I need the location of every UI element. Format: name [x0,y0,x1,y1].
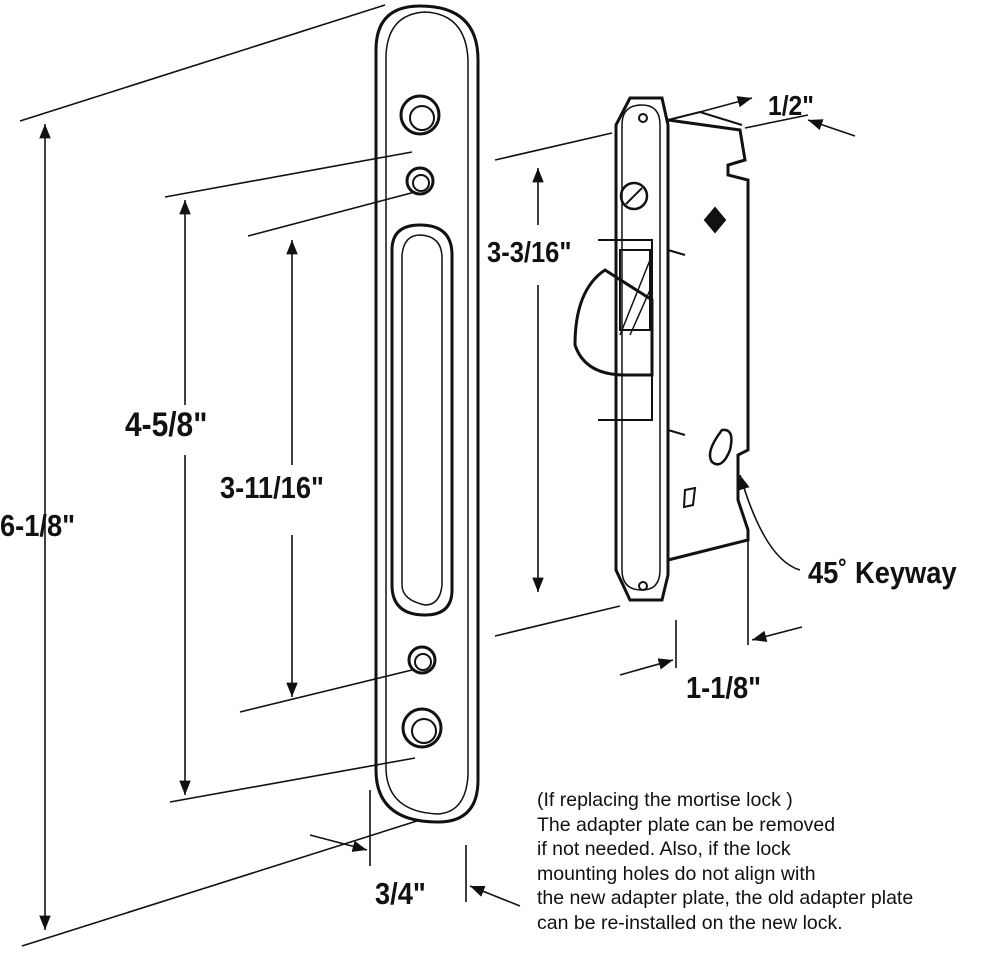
note-line: can be re-installed on the new lock. [537,911,843,934]
dimension-hole-spacing-inner: 3-11/16" [220,470,324,505]
note-line: (If replacing the mortise lock ) [537,789,793,811]
keyway-label: 45˚ Keyway [808,555,957,590]
dimension-lines [19,4,856,947]
dimension-lock-depth: 1/2" [768,90,814,121]
adapter-plate [374,4,480,824]
note-line: if not needed. Also, if the lock [537,838,791,860]
note-line: The adapter plate can be removed [537,813,836,836]
dimension-plate-width: 3/4" [375,876,426,911]
note-line: mounting holes do not align with [537,862,816,885]
adapter-plate-note: (If replacing the mortise lock ) The ada… [537,788,913,935]
dimension-lock-width: 1-1/8" [686,670,762,705]
note-line: the new adapter plate, the old adapter p… [537,887,914,909]
dimension-lock-hole-spacing: 3-3/16" [487,237,572,269]
dimension-overall-height: 6-1/8" [0,508,76,543]
dimension-hole-spacing-outer: 4-5/8" [125,406,208,444]
mortise-lock [573,96,750,602]
